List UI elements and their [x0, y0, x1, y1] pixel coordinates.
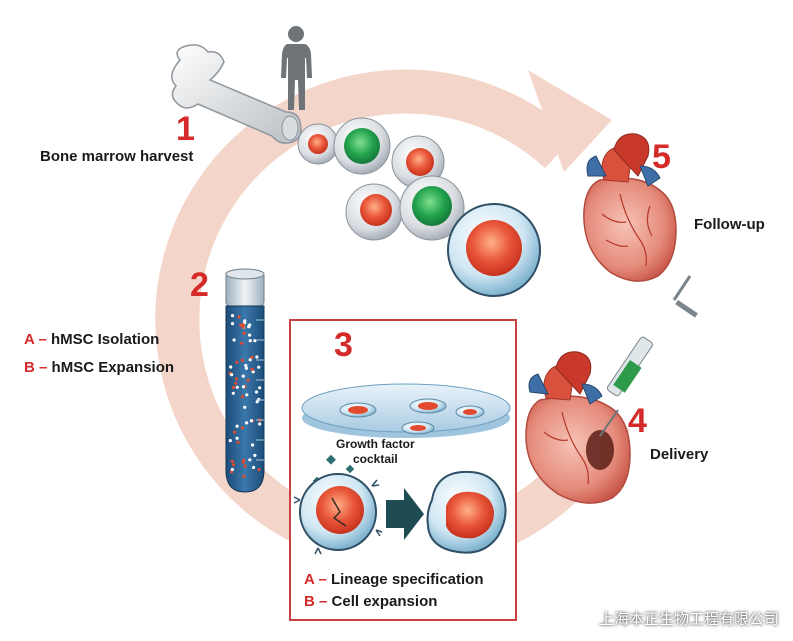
- step-3-item-b: B – Cell expansion: [304, 593, 437, 610]
- wechat-icon: [575, 611, 595, 626]
- petri-dish-icon: [301, 383, 511, 438]
- cell-red-3: [345, 183, 403, 241]
- cell-green-2: [399, 175, 465, 241]
- step-2-b-text: hMSC Expansion: [51, 359, 175, 376]
- step-3-number: 3: [334, 326, 353, 364]
- step-2-a-dash: –: [38, 331, 47, 348]
- step-3-frame: [289, 319, 517, 621]
- step-4-label: Delivery: [650, 446, 709, 463]
- step-1-number: 1: [176, 110, 195, 148]
- step-2-number: 2: [190, 266, 209, 304]
- watermark-text: 上海本正生物工程有限公司: [598, 610, 779, 628]
- cell-red-1: [297, 123, 339, 165]
- lineage-cell-before: [293, 473, 383, 555]
- step-2-item-b: B – hMSC Expansion: [24, 359, 174, 376]
- heart-icon: [583, 133, 677, 282]
- lineage-cell-after: [426, 470, 507, 554]
- step-3-a-text: Lineage specification: [330, 571, 484, 588]
- step-3-a-letter: A: [304, 571, 315, 588]
- human-silhouette-icon: [281, 26, 312, 110]
- stem-cell-cluster: [297, 117, 541, 297]
- step-5-number: 5: [652, 138, 671, 176]
- step-2-b-dash: –: [39, 359, 48, 376]
- syringe-icon: [599, 275, 698, 437]
- step-3-a-dash: –: [318, 571, 327, 588]
- cell-red-2: [391, 135, 445, 189]
- step-3-item-a: A – Lineage specification: [304, 571, 484, 588]
- step-4-number: 4: [628, 402, 647, 440]
- growth-factor-label: Growth factor cocktail: [336, 437, 415, 467]
- step-5-label: Follow-up: [694, 216, 765, 233]
- growth-factor-line-1: Growth factor: [336, 437, 415, 451]
- watermark: 上海本正生物工程有限公司: [575, 608, 779, 629]
- step-1-label: Bone marrow harvest: [40, 148, 194, 165]
- step-2-a-text: hMSC Isolation: [50, 331, 160, 348]
- step-3-b-letter: B: [304, 593, 315, 610]
- bone-icon: [171, 44, 302, 144]
- process-arrow: [386, 488, 424, 540]
- step-2-a-letter: A: [24, 331, 35, 348]
- cell-red-large: [447, 203, 541, 297]
- step-3-b-dash: –: [319, 593, 328, 610]
- cell-green-1: [333, 117, 391, 175]
- step-2-b-letter: B: [24, 359, 35, 376]
- step-3-b-text: Cell expansion: [331, 593, 438, 610]
- step-2-item-a: A – hMSC Isolation: [24, 331, 159, 348]
- test-tube-icon: [225, 268, 265, 493]
- growth-factor-line-2: cocktail: [352, 452, 398, 466]
- heart-with-infarct-icon: [525, 351, 631, 504]
